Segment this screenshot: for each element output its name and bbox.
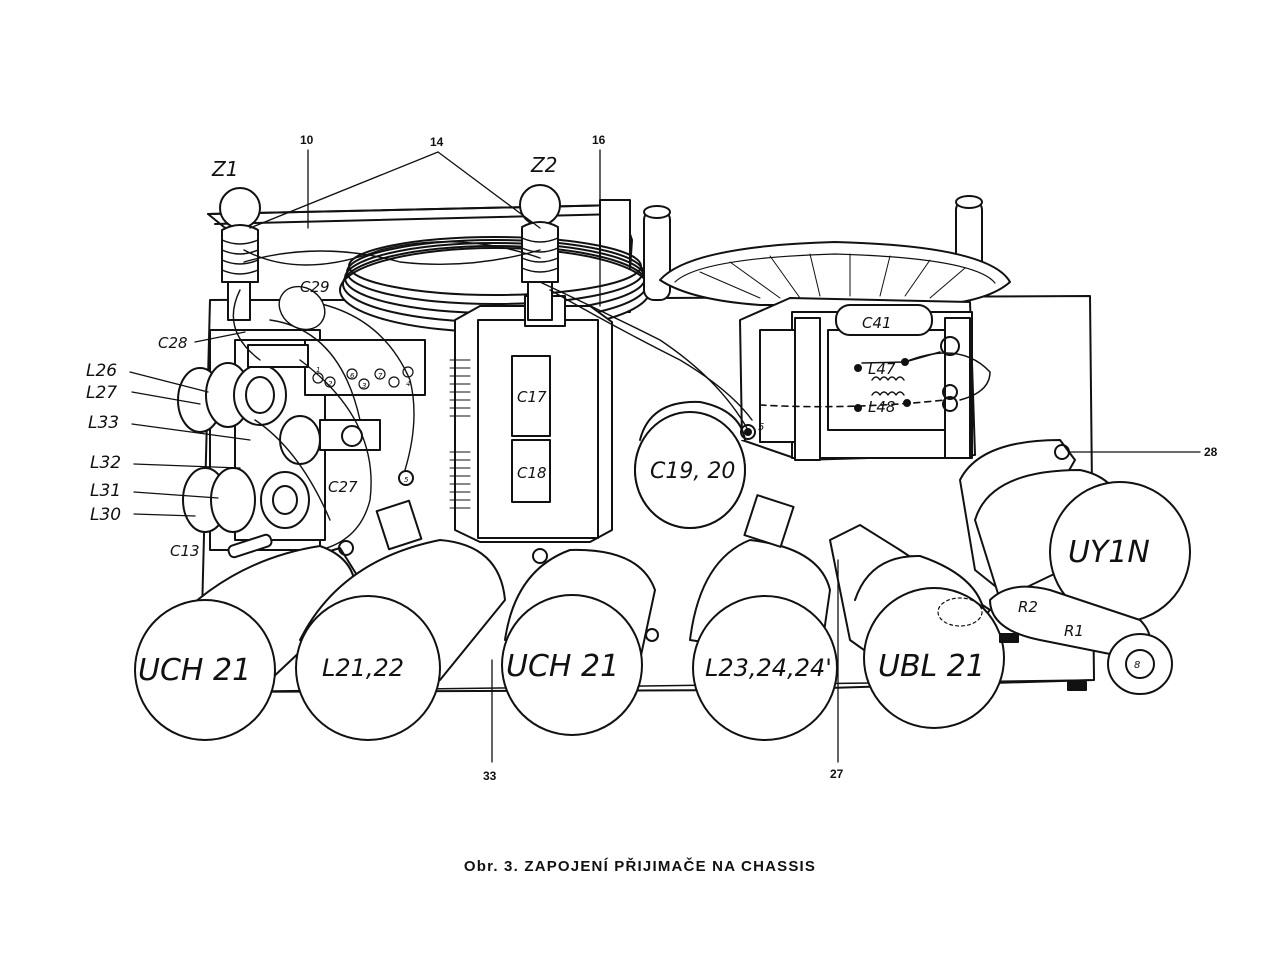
- label-tube-uch21-mid: UCH 21: [506, 649, 619, 684]
- loudspeaker: [659, 241, 1011, 306]
- label-c18: C18: [517, 464, 547, 482]
- strip-pin-3: 3: [362, 382, 366, 390]
- coil-assembly: [177, 329, 426, 559]
- label-z2: Z2: [530, 153, 557, 177]
- label-ref-14: 14: [430, 135, 444, 149]
- output-transformer: [739, 297, 991, 461]
- label-c29: C29: [300, 278, 330, 296]
- label-z1: Z1: [211, 157, 238, 181]
- strip-pin-6: 6: [350, 372, 355, 380]
- tube-ubl21: [829, 524, 1005, 729]
- label-ref-5: 5: [758, 422, 764, 433]
- strip-pin-1: 1: [316, 366, 320, 374]
- labels: Z1 Z2 10 14 16 28 33 27 5 8 C29 C28 C17 …: [86, 133, 1218, 783]
- label-ref-27: 27: [830, 767, 844, 781]
- label-ref-10: 10: [300, 133, 314, 147]
- label-l33: L33: [88, 413, 119, 433]
- if-transformer-can: [449, 295, 613, 543]
- label-l31: L31: [90, 481, 121, 501]
- label-c17: C17: [517, 388, 547, 406]
- tube-l23-24: [689, 494, 838, 741]
- tube-uy1n: [959, 439, 1191, 623]
- label-l26: L26: [86, 361, 117, 381]
- label-tube-ubl21: UBL 21: [878, 649, 985, 684]
- tube-uch21-mid: [501, 548, 659, 736]
- label-l27: L27: [86, 383, 117, 403]
- wiring: [232, 241, 753, 551]
- label-l48: L48: [868, 398, 895, 416]
- label-c41: C41: [862, 314, 892, 332]
- label-ref-28: 28: [1204, 445, 1218, 459]
- label-tube-uch21-left: UCH 21: [138, 653, 251, 688]
- resistors: [937, 585, 1173, 695]
- label-ref-16: 16: [592, 133, 606, 147]
- leader-lines: [129, 149, 1201, 763]
- figure-caption: Obr. 3. ZAPOJENÍ PŘIJIMAČE NA CHASSIS: [463, 858, 817, 875]
- label-tube-l21-22: L21,22: [322, 654, 404, 682]
- electrolytic-c19-20: [634, 400, 756, 529]
- label-l30: L30: [90, 505, 121, 525]
- label-c28: C28: [158, 334, 188, 352]
- tube-l21-22: [295, 499, 506, 741]
- strip-pin-5: 5: [404, 476, 409, 484]
- label-r2: R2: [1018, 598, 1038, 616]
- pilot-lamps: [219, 184, 561, 321]
- tube-uch21-left: [134, 540, 361, 741]
- label-tube-l23-24: L23,24,24': [705, 654, 832, 682]
- strip-pin-2: 2: [328, 380, 333, 388]
- label-c27: C27: [328, 478, 358, 496]
- label-c13: C13: [170, 542, 200, 560]
- label-r1: R1: [1064, 622, 1084, 640]
- strip-pin-7: 7: [378, 372, 383, 380]
- label-ref-33: 33: [483, 769, 497, 783]
- label-ref-8: 8: [1134, 660, 1140, 671]
- strip-pin-4: 4: [406, 380, 410, 388]
- label-tube-uy1n: UY1N: [1068, 535, 1150, 570]
- label-c19-20: C19, 20: [650, 459, 735, 484]
- label-l32: L32: [90, 453, 121, 473]
- label-l47: L47: [868, 360, 896, 378]
